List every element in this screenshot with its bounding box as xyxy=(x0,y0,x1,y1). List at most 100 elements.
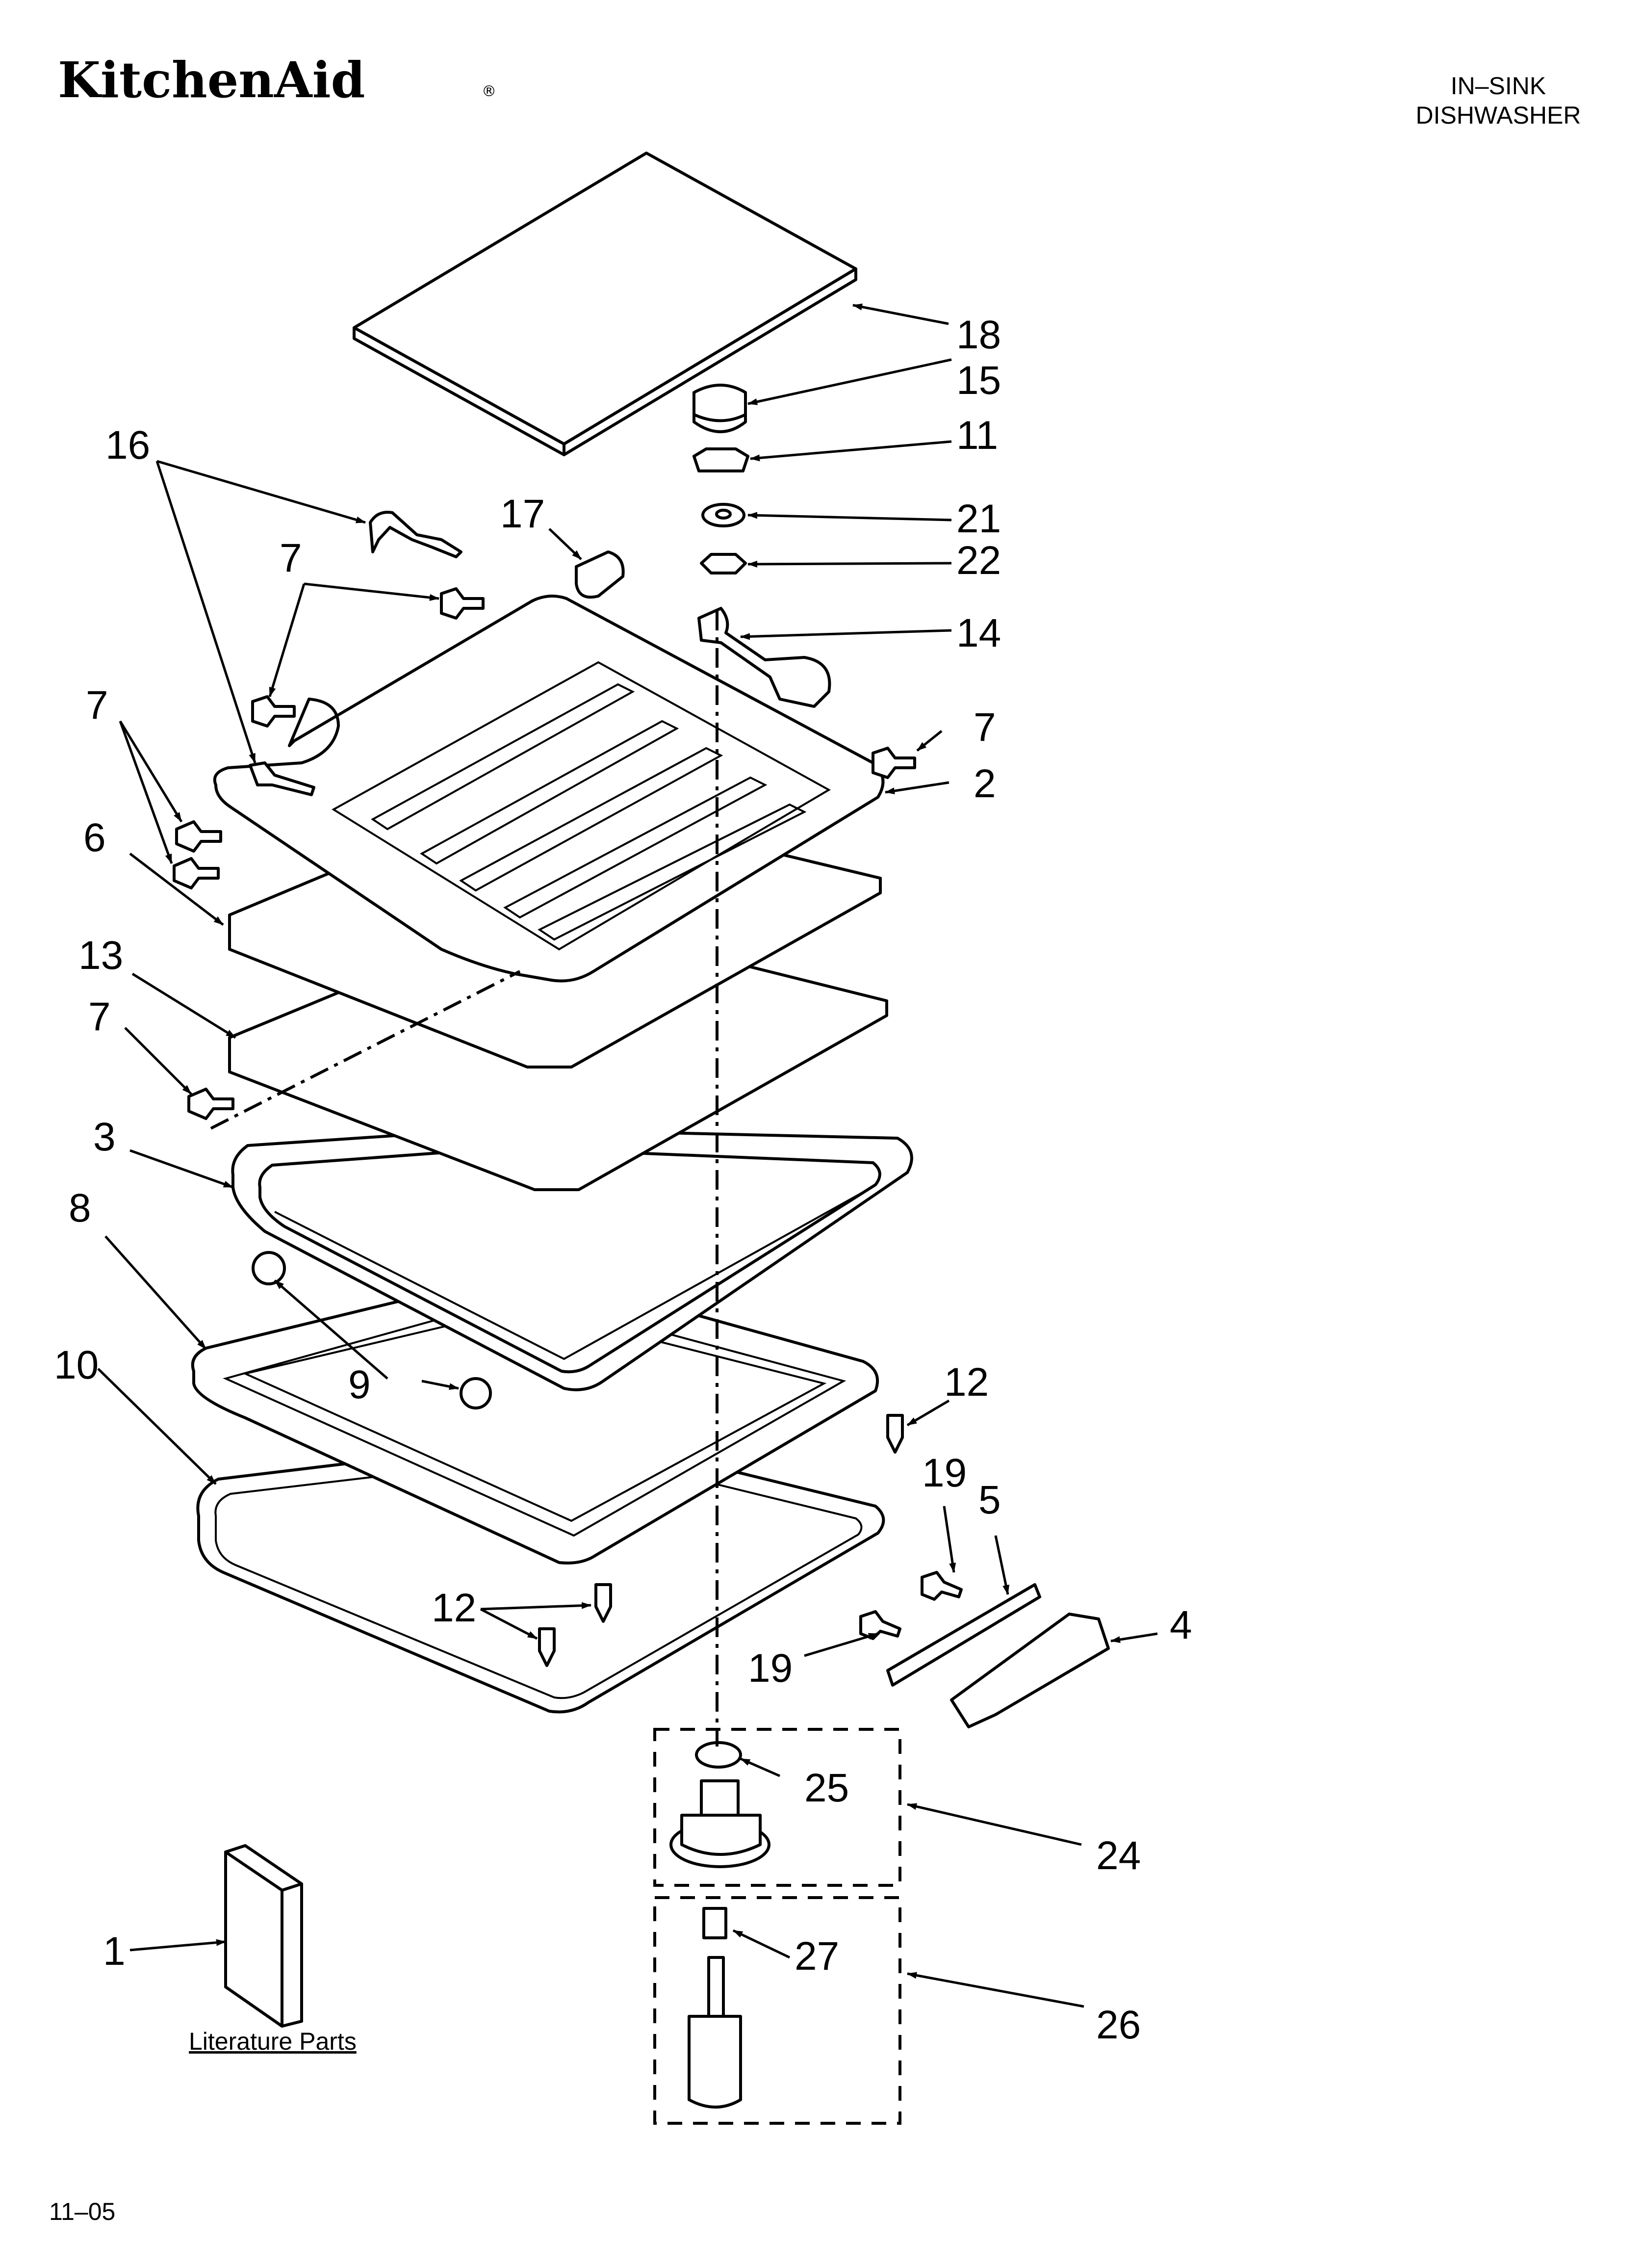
drain-fitting-part xyxy=(669,1741,770,1868)
callout-14: 14 xyxy=(956,611,1001,655)
plug-part xyxy=(575,550,625,599)
assembly-box-26 xyxy=(653,1896,901,2125)
literature-book-part xyxy=(224,1844,303,2028)
leader-8 xyxy=(104,1235,207,1350)
leader-7b xyxy=(268,583,306,697)
screw-7e xyxy=(872,747,916,779)
leader-11 xyxy=(750,440,952,462)
screw-12c xyxy=(538,1627,556,1667)
sink-basin-part xyxy=(231,1123,913,1391)
leader-13 xyxy=(131,972,236,1039)
screw-19a xyxy=(921,1571,963,1601)
leader-12a xyxy=(906,1399,950,1427)
brand-logo: KitchenAid xyxy=(58,51,365,109)
callout-2: 2 xyxy=(974,761,996,806)
callout-21: 21 xyxy=(956,496,1001,541)
screw-12b xyxy=(594,1583,612,1623)
callout-5: 5 xyxy=(978,1478,1001,1522)
leader-4 xyxy=(1110,1632,1158,1643)
leader-7a xyxy=(304,582,439,601)
callout-10: 10 xyxy=(54,1343,99,1387)
callout-4: 4 xyxy=(1170,1603,1192,1647)
leader-7d xyxy=(119,721,173,864)
product-title-line1: IN–SINK xyxy=(1451,72,1546,100)
callout-8: 8 xyxy=(69,1186,91,1230)
screw-7b xyxy=(251,695,296,728)
callout-24: 24 xyxy=(1096,1833,1141,1878)
callout-25: 25 xyxy=(804,1766,849,1810)
leader-3 xyxy=(129,1149,233,1189)
knob-bracket-part xyxy=(693,447,749,472)
drain-lever-part xyxy=(697,607,831,708)
nut-part xyxy=(700,553,747,574)
hose-clip-part xyxy=(369,511,462,558)
leader-16b xyxy=(155,461,257,763)
callout-17: 17 xyxy=(500,492,545,536)
leader-14 xyxy=(740,629,952,640)
washer-part xyxy=(701,503,745,527)
cutting-board-part xyxy=(353,152,857,456)
leader-19a xyxy=(943,1506,956,1573)
leader-24 xyxy=(907,1803,1082,1846)
leader-15 xyxy=(747,358,952,405)
leader-2 xyxy=(885,781,949,795)
callout-6: 6 xyxy=(83,815,106,860)
callout-7b: 7 xyxy=(86,683,108,728)
callout-12b: 12 xyxy=(432,1586,476,1630)
spacer-9a xyxy=(252,1251,286,1285)
leader-12b xyxy=(480,1602,591,1611)
callout-9: 9 xyxy=(348,1362,371,1407)
mounting-plate-part xyxy=(886,1583,1041,1687)
callout-13: 13 xyxy=(78,933,123,978)
screw-12a xyxy=(886,1414,904,1454)
screw-7d xyxy=(173,857,220,889)
board-centerline xyxy=(210,970,521,1130)
assembly-box-24 xyxy=(653,1728,901,1887)
leader-18 xyxy=(852,303,949,325)
screw-19b xyxy=(859,1610,901,1640)
callout-15: 15 xyxy=(956,358,1001,403)
leader-6 xyxy=(129,853,224,926)
leader-7e xyxy=(916,730,943,752)
callout-27: 27 xyxy=(795,1934,839,1979)
handle-part xyxy=(950,1613,1110,1728)
callout-12a: 12 xyxy=(944,1360,989,1405)
registered-mark: ® xyxy=(482,83,496,100)
leader-27 xyxy=(732,1929,791,1959)
leader-9a xyxy=(274,1279,388,1380)
screw-7c xyxy=(175,820,222,853)
product-title-line2: DISHWASHER xyxy=(1415,102,1581,129)
callout-22: 22 xyxy=(956,538,1001,583)
callout-7e: 7 xyxy=(974,705,996,750)
leader-12c xyxy=(480,1608,538,1640)
callout-7a: 7 xyxy=(280,536,302,580)
leader-9b xyxy=(421,1380,459,1390)
callout-1: 1 xyxy=(103,1929,126,1974)
callout-19b: 19 xyxy=(748,1646,793,1691)
spacer-9b xyxy=(460,1377,492,1409)
leader-7f xyxy=(124,1027,192,1095)
leader-10 xyxy=(97,1368,217,1485)
callout-19a: 19 xyxy=(922,1451,967,1495)
leader-16a xyxy=(156,460,366,524)
callout-11: 11 xyxy=(956,413,998,458)
callout-3: 3 xyxy=(93,1115,116,1159)
leader-5 xyxy=(994,1535,1009,1595)
seal-gasket-part xyxy=(196,1433,885,1714)
leader-26 xyxy=(907,1972,1084,2008)
callout-26: 26 xyxy=(1096,2003,1141,2047)
screw-7a xyxy=(440,587,485,620)
callout-7c: 7 xyxy=(88,994,111,1039)
callout-18: 18 xyxy=(956,313,1001,357)
screw-7f xyxy=(187,1088,234,1120)
date-code: 11–05 xyxy=(49,2198,115,2225)
stopper-part xyxy=(688,1907,742,2109)
leader-21 xyxy=(747,512,952,521)
hose-clip-lower-part xyxy=(249,761,315,796)
knob-part xyxy=(693,384,747,433)
callout-16: 16 xyxy=(105,423,150,468)
leader-1 xyxy=(129,1939,226,1952)
leader-25 xyxy=(740,1757,781,1777)
leader-19b xyxy=(804,1632,878,1657)
